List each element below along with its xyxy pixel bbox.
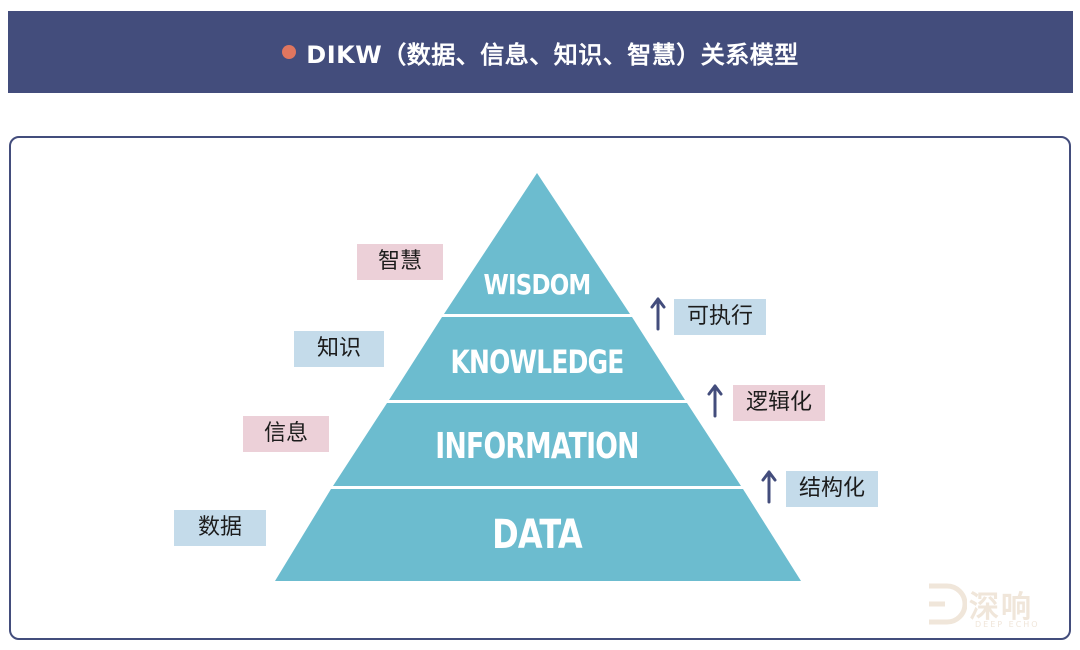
layer-label-information: INFORMATION — [435, 426, 638, 467]
pyramid-layer-data — [275, 489, 801, 581]
tag-wisdom: 智慧 — [357, 244, 443, 280]
pyramid-layer-information — [333, 403, 741, 486]
tag-data: 数据 — [174, 510, 266, 546]
logo-subtitle: DEEP ECHO — [975, 620, 1040, 629]
logo-name: 深响 — [969, 590, 1033, 625]
page-title: DIKW（数据、信息、知识、智慧）关系模型 — [306, 40, 799, 69]
layer-label-wisdom: WISDOM — [484, 269, 591, 302]
pyramid-layer-knowledge — [389, 317, 685, 400]
tag-logical: 逻辑化 — [733, 385, 825, 421]
title-banner: DIKW（数据、信息、知识、智慧）关系模型 — [8, 11, 1073, 93]
bullet-dot-icon — [282, 45, 297, 59]
layer-label-data: DATA — [492, 510, 583, 557]
tag-knowledge: 知识 — [294, 331, 384, 367]
tag-information: 信息 — [243, 416, 329, 452]
tag-structured: 结构化 — [786, 471, 878, 507]
up-arrow-icon — [650, 297, 666, 331]
tag-executable: 可执行 — [674, 299, 766, 335]
logo-mark-icon — [929, 583, 968, 625]
up-arrow-icon — [707, 384, 723, 418]
up-arrow-icon — [761, 470, 777, 504]
pyramid-layer-wisdom — [444, 173, 630, 314]
deep-echo-logo: 深响 DEEP ECHO — [925, 582, 1049, 630]
layer-label-knowledge: KNOWLEDGE — [450, 343, 623, 381]
